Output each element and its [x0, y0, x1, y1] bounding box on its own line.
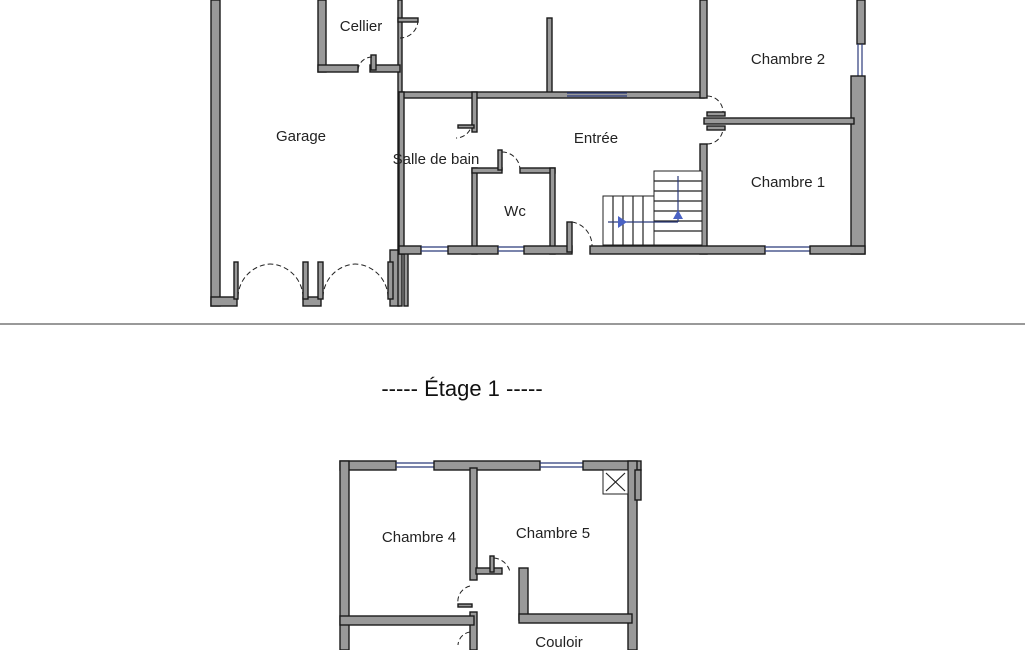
garage-front-wall-left: [210, 296, 238, 307]
entry-door-post: [566, 221, 573, 253]
chambre2-door-arc: [706, 95, 724, 113]
sdb-right-wall-top: [471, 91, 478, 133]
east-wall: [850, 75, 866, 255]
sdb-door-arc: [455, 121, 473, 139]
cellier-door-post: [370, 54, 377, 71]
ch4-bottom-wall: [339, 615, 475, 626]
couloir-inner-wall: [518, 567, 529, 621]
ch5-door-leaf: [489, 555, 495, 573]
south-wall: [523, 245, 573, 255]
room-label-chambre-2: Chambre 2: [751, 51, 825, 68]
sdb-door-leaf: [457, 124, 475, 129]
north-wall: [433, 460, 541, 471]
ch5-bottom-wall-left: [475, 567, 503, 575]
south-wall: [398, 245, 422, 255]
corridor-top-wall: [398, 91, 705, 99]
cellier-side-door-arc: [399, 19, 419, 39]
garage-door-arc-4: [354, 263, 389, 298]
chambre2-door-leaf: [706, 111, 726, 117]
garage-door-arc-3: [322, 263, 356, 298]
garage-door-post-3: [317, 261, 324, 300]
south-wall: [589, 245, 766, 255]
chambre1-door-leaf: [706, 125, 726, 131]
stair-arrow-icon: [618, 216, 627, 228]
floor-title: ----- Étage 1 -----: [381, 376, 542, 401]
chambre-divider-wall: [703, 117, 855, 125]
ch5-bottom-wall: [518, 613, 633, 624]
east-wall-notch: [634, 469, 642, 501]
ground-floor: Cellier Garage Chambre 2 Salle de bain E…: [210, 0, 866, 307]
room-label-cellier: Cellier: [340, 18, 383, 35]
room-label-couloir: Couloir: [535, 634, 583, 650]
garage-door-arc-2: [269, 263, 304, 298]
staircase: [602, 170, 703, 246]
ch4-door-leaf: [457, 603, 473, 608]
south-wall: [809, 245, 866, 255]
ch4-door-arc: [457, 585, 471, 605]
stair-arrow-up-icon: [673, 210, 683, 219]
room-label-chambre-1: Chambre 1: [751, 174, 825, 191]
room-label-entree: Entrée: [574, 130, 618, 147]
garage-door-post-1: [233, 261, 239, 300]
garage-door-post-2: [302, 261, 309, 300]
garage-door-post-4: [387, 261, 394, 300]
room-label-chambre-4: Chambre 4: [382, 529, 456, 546]
ch5-door-arc: [493, 557, 511, 573]
wc-left-wall: [471, 167, 478, 255]
first-floor: Chambre 4 Chambre 5 Couloir: [339, 460, 642, 650]
cellier-left-wall: [317, 0, 327, 73]
south-wall: [447, 245, 499, 255]
east-wall: [627, 460, 638, 650]
garage-front-wall-mid: [302, 296, 322, 307]
wc-right-wall: [549, 167, 556, 255]
ch4-ch5-wall: [469, 467, 478, 581]
living-partition-wall: [546, 17, 553, 95]
ch3-door-arc: [457, 631, 471, 646]
garage-left-wall: [210, 0, 221, 307]
garage-right-wall-outer: [403, 249, 409, 307]
wc-door-leaf: [497, 149, 503, 171]
chambre2-right-wall-top: [856, 0, 866, 45]
chambre2-left-wall: [699, 0, 708, 99]
room-label-garage: Garage: [276, 128, 326, 145]
cellier-bottom-wall: [317, 64, 359, 73]
couloir-left-wall: [469, 611, 478, 650]
room-label-salle-de-bain: Salle de bain: [393, 151, 480, 168]
entry-door-arc: [571, 221, 593, 247]
garage-door-arc-1: [237, 263, 271, 298]
cellier-door-arc: [357, 56, 373, 71]
cellier-right-door-wall: [397, 17, 419, 23]
west-wall: [339, 460, 350, 650]
wc-door-arc: [501, 151, 521, 171]
room-label-chambre-5: Chambre 5: [516, 525, 590, 542]
cellier-bottom-wall-right: [369, 64, 401, 73]
sdb-left-wall: [398, 91, 405, 255]
room-label-wc: Wc: [504, 203, 526, 220]
chambre1-door-arc: [706, 127, 724, 145]
